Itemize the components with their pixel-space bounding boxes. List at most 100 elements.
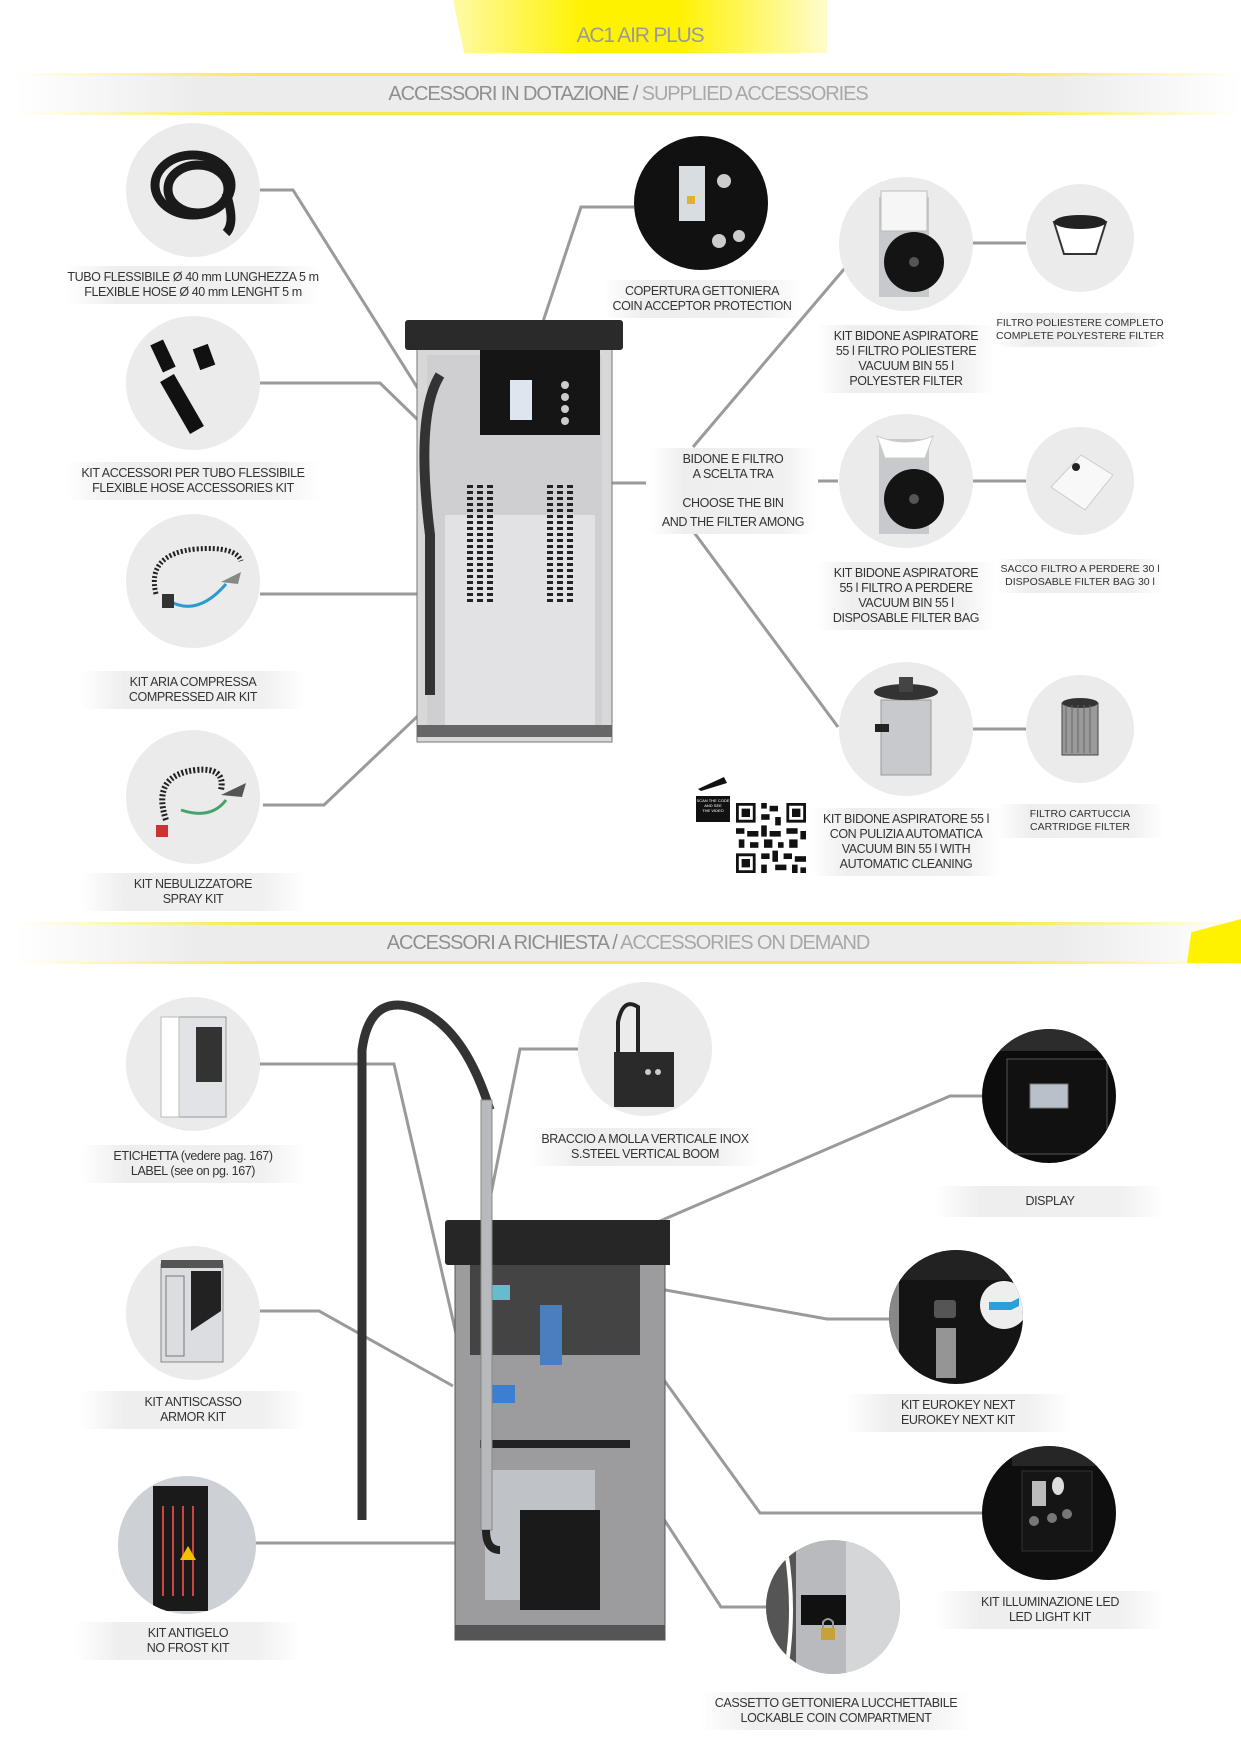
label-line: ARMOR KIT [160, 1410, 226, 1424]
label-line: NO FROST KIT [146, 1641, 230, 1655]
heading-separator: / [607, 932, 621, 954]
heading-separator: / [628, 83, 642, 105]
product-title: AC1 AIR PLUS [576, 24, 705, 47]
no-frost-kit-image [118, 1476, 256, 1614]
label-line: CHOOSE THE BIN [682, 496, 784, 510]
label-line: KIT BIDONE ASPIRATORE 55 l [822, 812, 990, 826]
label-line: POLYESTER FILTER [849, 374, 963, 388]
label-line: BIDONE E FILTRO [682, 452, 784, 466]
hose-accessories-image [126, 316, 260, 450]
hose-image [126, 123, 260, 257]
label-line: KIT BIDONE ASPIRATORE [833, 566, 979, 580]
label-line: DISPOSABLE FILTER BAG 30 l [1005, 576, 1155, 588]
label-line: KIT BIDONE ASPIRATORE [833, 329, 979, 343]
vacuum-bin-polyester-image [839, 177, 973, 311]
label-line: FILTRO CARTUCCIA [1029, 808, 1131, 820]
led-light-kit-image [982, 1446, 1116, 1580]
label-line: KIT ILLUMINAZIONE LED [981, 1595, 1119, 1609]
label-display: DISPLAY [935, 1186, 1165, 1217]
label-etichetta: ETICHETTA (vedere pag. 167)LABEL (see on… [80, 1145, 306, 1183]
connector-label [260, 1062, 460, 1343]
label-line: ETICHETTA (vedere pag. 167) [113, 1149, 273, 1163]
polyester-filter-image [1026, 184, 1134, 292]
compressed-air-kit-image [126, 514, 260, 648]
label-line: COIN ACCEPTOR PROTECTION [612, 299, 792, 313]
label-line: BRACCIO A MOLLA VERTICALE INOX [541, 1132, 749, 1146]
label-line: CASSETTO GETTONIERA LUCCHETTABILE [714, 1696, 958, 1710]
label-line: KIT ANTIGELO [147, 1626, 229, 1640]
label-line: EUROKEY NEXT KIT [900, 1413, 1015, 1427]
heading-it: ACCESSORI A RICHIESTA [386, 932, 609, 954]
product-title-tab: AC1 AIR PLUS [453, 0, 827, 53]
label-line: KIT ACCESSORI PER TUBO FLESSIBILE [81, 466, 305, 480]
vacuum-bin-auto-cleaning-image [839, 662, 973, 796]
connector-bin-3 [691, 530, 840, 728]
label-line: AND THE FILTER AMONG [661, 515, 805, 529]
label-line: TUBO FLESSIBILE Ø 40 mm LUNGHEZZA 5 m [67, 270, 319, 284]
vacuum-bin-bag-image [839, 414, 973, 548]
label-line: FLEXIBLE HOSE Ø 40 mm LENGHT 5 m [84, 285, 302, 299]
qr-caption-line: AND SEE [704, 803, 722, 808]
connector-armor [260, 1309, 454, 1388]
label-line: S.STEEL VERTICAL BOOM [570, 1147, 720, 1161]
disposable-filter-bag-image [1026, 427, 1134, 535]
label-line: VACUUM BIN 55 l [858, 596, 954, 610]
lockable-coin-drawer-image [766, 1540, 900, 1674]
label-line: COMPLETE POLYESTERE FILTER [996, 330, 1165, 342]
qr-code[interactable] [736, 803, 806, 873]
label-line: KIT ANTISCASSO [144, 1395, 242, 1409]
machine-illustration-on-demand [357, 1000, 670, 1641]
label-line: KIT NEBULIZZATORE [133, 877, 253, 891]
label-line: 55 l FILTRO POLIESTERE [835, 344, 977, 358]
label-line: COMPRESSED AIR KIT [128, 690, 258, 704]
qr-caption-line: SCAN THE CODE [696, 798, 730, 803]
label-line: COPERTURA GETTONIERA [624, 284, 780, 298]
qr-caption-line: THE VIDEO [702, 808, 724, 813]
vertical-boom-image [578, 982, 712, 1116]
label-line: CON PULIZIA AUTOMATICA [829, 827, 983, 841]
label-line: LABEL (see on pg. 167) [130, 1164, 256, 1178]
label-sticker-image [126, 997, 260, 1131]
label-line: VACUUM BIN 55 l [858, 359, 954, 373]
section-header-supplied: ACCESSORI IN DOTAZIONE / SUPPLIED ACCESS… [15, 73, 1241, 115]
eurokey-kit-image [889, 1250, 1023, 1384]
label-line: KIT ARIA COMPRESSA [129, 675, 257, 689]
heading-en: ACCESSORIES ON DEMAND [620, 932, 870, 954]
label-line: 55 l FILTRO A PERDERE [839, 581, 973, 595]
heading-it: ACCESSORI IN DOTAZIONE [388, 83, 629, 105]
label-line: FLEXIBLE HOSE ACCESSORIES KIT [92, 481, 294, 495]
label-line: LED LIGHT KIT [1008, 1610, 1092, 1624]
label-line: FILTRO POLIESTERE COMPLETO [996, 317, 1164, 329]
connector-display [536, 1094, 982, 1276]
cartridge-filter-image [1026, 675, 1134, 783]
label-line: DISPOSABLE FILTER BAG [832, 611, 980, 625]
display-image [982, 1029, 1116, 1163]
label-line: A SCELTA TRA [692, 467, 774, 481]
label-line: KIT EUROKEY NEXT [900, 1398, 1015, 1412]
heading-en: SUPPLIED ACCESSORIES [641, 83, 869, 105]
label-line: SACCO FILTRO A PERDERE 30 l [1000, 563, 1160, 575]
label-line: SPRAY KIT [162, 892, 224, 906]
armor-kit-image [126, 1246, 260, 1380]
spray-kit-image [126, 730, 260, 864]
connector-bin-1 [691, 267, 847, 448]
label-line: CARTRIDGE FILTER [1030, 821, 1130, 833]
